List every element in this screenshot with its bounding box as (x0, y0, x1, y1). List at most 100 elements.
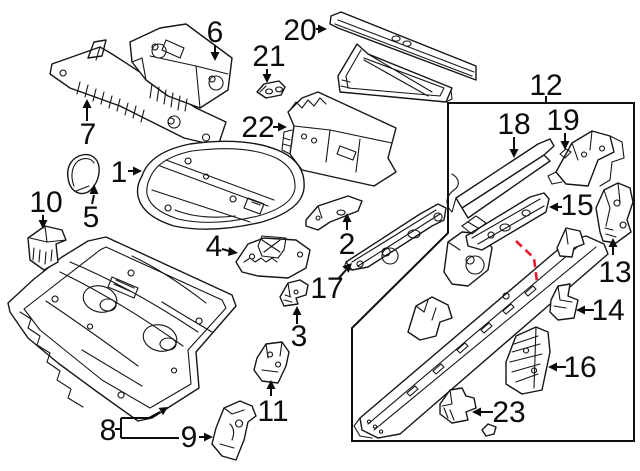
part-10-detail (29, 225, 67, 265)
callout-10[interactable]: 10 (29, 186, 63, 229)
part-7-drawing[interactable] (49, 39, 227, 147)
callout-7-arrowhead (82, 99, 92, 108)
callout-2-label: 2 (339, 228, 356, 261)
callout-21[interactable]: 21 (252, 40, 286, 83)
callout-13[interactable]: 13 (598, 238, 632, 289)
callout-20[interactable]: 20 (283, 14, 327, 47)
callout-18[interactable]: 18 (497, 108, 531, 158)
callout-17[interactable]: 17 (310, 263, 352, 305)
part-11-drawing[interactable] (253, 341, 290, 384)
part-8-well-left (82, 285, 118, 313)
rail-small-channel[interactable] (556, 227, 585, 258)
callout-2[interactable]: 2 (339, 213, 356, 261)
callout-17-label: 17 (310, 272, 343, 305)
part-3-detail (283, 282, 299, 303)
callout-20-label: 20 (283, 14, 316, 47)
part-13-outline (595, 182, 634, 244)
part-17-drawing[interactable] (343, 203, 447, 271)
rail-hat-bracket-outline (407, 296, 453, 341)
part-15-drawing[interactable] (461, 192, 550, 251)
part-10-drawing[interactable] (27, 225, 67, 271)
callout-9-arrowhead (204, 432, 213, 442)
part-13-drawing[interactable] (595, 182, 634, 244)
callout-8[interactable]: 8 (100, 407, 179, 447)
callout-1[interactable]: 1 (111, 156, 142, 189)
callout-18-arrowhead (509, 149, 519, 158)
part-2-outline (305, 195, 363, 231)
part-9-drawing[interactable] (211, 400, 257, 461)
callout-23-arrowhead (472, 407, 481, 417)
callout-6[interactable]: 6 (207, 16, 224, 61)
callout-3[interactable]: 3 (291, 306, 308, 353)
callout-7-label: 7 (80, 118, 97, 151)
part-16-drawing[interactable] (505, 326, 551, 395)
part-11-outline (253, 341, 290, 384)
part-13-detail (603, 182, 627, 238)
part-4-drawing[interactable] (235, 235, 311, 279)
callout-4-label: 4 (206, 230, 223, 263)
callout-9[interactable]: 9 (181, 421, 213, 454)
callout-19-arrowhead (560, 141, 570, 150)
callout-14-label: 14 (591, 294, 624, 327)
part-16-detail (509, 326, 543, 389)
part-8-teeth (19, 311, 84, 408)
part-14-drawing[interactable] (549, 283, 579, 321)
part-4-detail (243, 235, 304, 263)
rail-small-channel-outline (556, 227, 585, 258)
part-2-drawing[interactable] (305, 195, 363, 231)
callout-13-label: 13 (598, 256, 631, 289)
part-1-outline (136, 140, 305, 230)
callout-4-arrowhead (228, 247, 238, 256)
callout-11[interactable]: 11 (257, 380, 289, 428)
part-5-drawing[interactable] (67, 153, 100, 195)
callout-18-label: 18 (497, 108, 530, 141)
callout-12[interactable]: 12 (529, 69, 563, 103)
part-19-drawing[interactable] (547, 130, 625, 187)
callout-5-arrowhead (89, 184, 99, 194)
highlight-dash-line (515, 240, 539, 283)
part-20-detail (334, 19, 475, 103)
callout-8-arrowhead (158, 407, 168, 416)
callout-8-bracket (115, 411, 179, 439)
part-14-outline (549, 283, 579, 321)
callout-10-arrowhead (38, 220, 48, 229)
callout-5[interactable]: 5 (83, 184, 100, 234)
part-15-detail (461, 198, 545, 245)
part-8-well-right (142, 324, 178, 352)
callout-22[interactable]: 22 (241, 111, 287, 144)
callout-14[interactable]: 14 (576, 294, 625, 327)
part-6-detail (131, 39, 229, 112)
callout-9-label: 9 (181, 421, 198, 454)
part-8-well-inners (99, 298, 177, 351)
callout-16-arrowhead (548, 362, 557, 372)
part-21-drawing[interactable] (256, 80, 286, 99)
callout-22-arrowhead (278, 122, 287, 132)
part-5-detail (71, 158, 95, 192)
part-3-drawing[interactable] (279, 279, 309, 307)
part-23-drawing[interactable] (439, 387, 477, 424)
callout-6-label: 6 (207, 16, 224, 49)
rail-clip[interactable] (481, 423, 497, 437)
part-18-drawing[interactable] (446, 138, 555, 219)
callout-15[interactable]: 15 (549, 189, 594, 222)
callout-12-label: 12 (529, 69, 562, 102)
part-6-drawing[interactable] (129, 23, 233, 112)
part-4-outline (235, 237, 311, 279)
callout-23[interactable]: 23 (472, 396, 526, 429)
part-15-outline (465, 192, 550, 251)
callout-16-label: 16 (563, 351, 596, 384)
callout-16[interactable]: 16 (548, 351, 597, 384)
callout-20-arrowhead (318, 24, 327, 34)
rail-hat-bracket[interactable] (407, 296, 453, 341)
part-1-drawing[interactable] (136, 140, 305, 230)
callout-19[interactable]: 19 (546, 104, 580, 150)
part-11-detail (261, 341, 283, 373)
callout-17-arrowhead (342, 263, 352, 273)
part-8-inner-edge (23, 246, 227, 409)
callout-7[interactable]: 7 (80, 99, 97, 151)
callout-11-arrowhead (266, 380, 276, 389)
part-22-drawing[interactable] (281, 91, 397, 187)
part-20-drawing[interactable] (329, 11, 477, 103)
callout-4[interactable]: 4 (206, 230, 238, 263)
